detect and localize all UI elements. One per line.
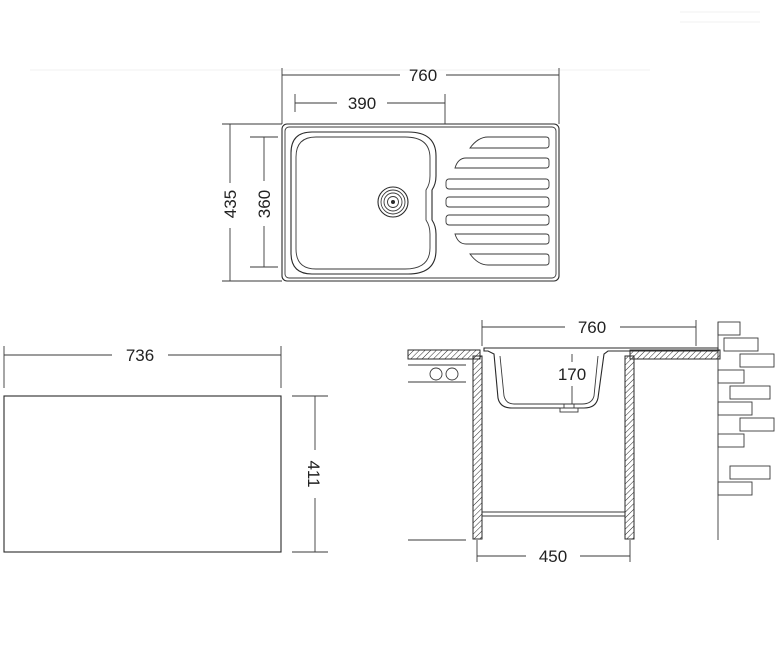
sink-bowl — [290, 131, 437, 275]
hatched-countertop-icon — [407, 349, 721, 360]
dimension-text-360: 360 — [255, 190, 274, 218]
dimension-text-760-section: 760 — [578, 318, 606, 337]
drain-outlet — [559, 407, 579, 413]
drain-strainer-icon — [377, 186, 409, 218]
dimension-text-170: 170 — [558, 365, 586, 384]
cutout-rectangle — [3, 395, 282, 553]
sink-section-view: 760 170 450 — [407, 318, 775, 566]
dimension-text-411: 411 — [304, 460, 323, 487]
drainer-grooves — [445, 136, 550, 266]
dimension-text-760-top: 760 — [409, 66, 437, 85]
dimension-section-width: 760 — [481, 318, 697, 346]
dimension-text-450: 450 — [539, 547, 567, 566]
brick-wall-icon — [717, 321, 775, 540]
sink-top-view: 760 390 435 360 — [221, 66, 560, 282]
sink-inner-rim — [284, 126, 557, 279]
cabinet-walls — [472, 355, 635, 540]
appliance-knobs — [408, 364, 466, 541]
dimension-bowl-depth: 360 — [250, 136, 278, 268]
dimension-cutout-depth: 411 — [292, 395, 328, 553]
sink-section-profile — [483, 347, 719, 413]
dimension-cutout-width: 736 — [3, 346, 282, 388]
sink-outer-rim — [281, 123, 560, 282]
sink-bowl-inner — [295, 136, 431, 270]
dimension-top-depth: 435 — [221, 123, 282, 282]
dimension-cabinet-width: 450 — [476, 540, 631, 566]
dimension-text-736: 736 — [126, 346, 154, 365]
dimension-top-width: 760 — [281, 66, 560, 124]
dimension-bowl-height: 170 — [558, 354, 586, 404]
dimension-text-435: 435 — [221, 190, 240, 218]
dimension-text-390: 390 — [348, 94, 376, 113]
dimension-bowl-width: 390 — [294, 94, 446, 124]
faint-background-marks — [30, 11, 760, 71]
countertop-cutout-view: 736 411 — [3, 346, 328, 553]
